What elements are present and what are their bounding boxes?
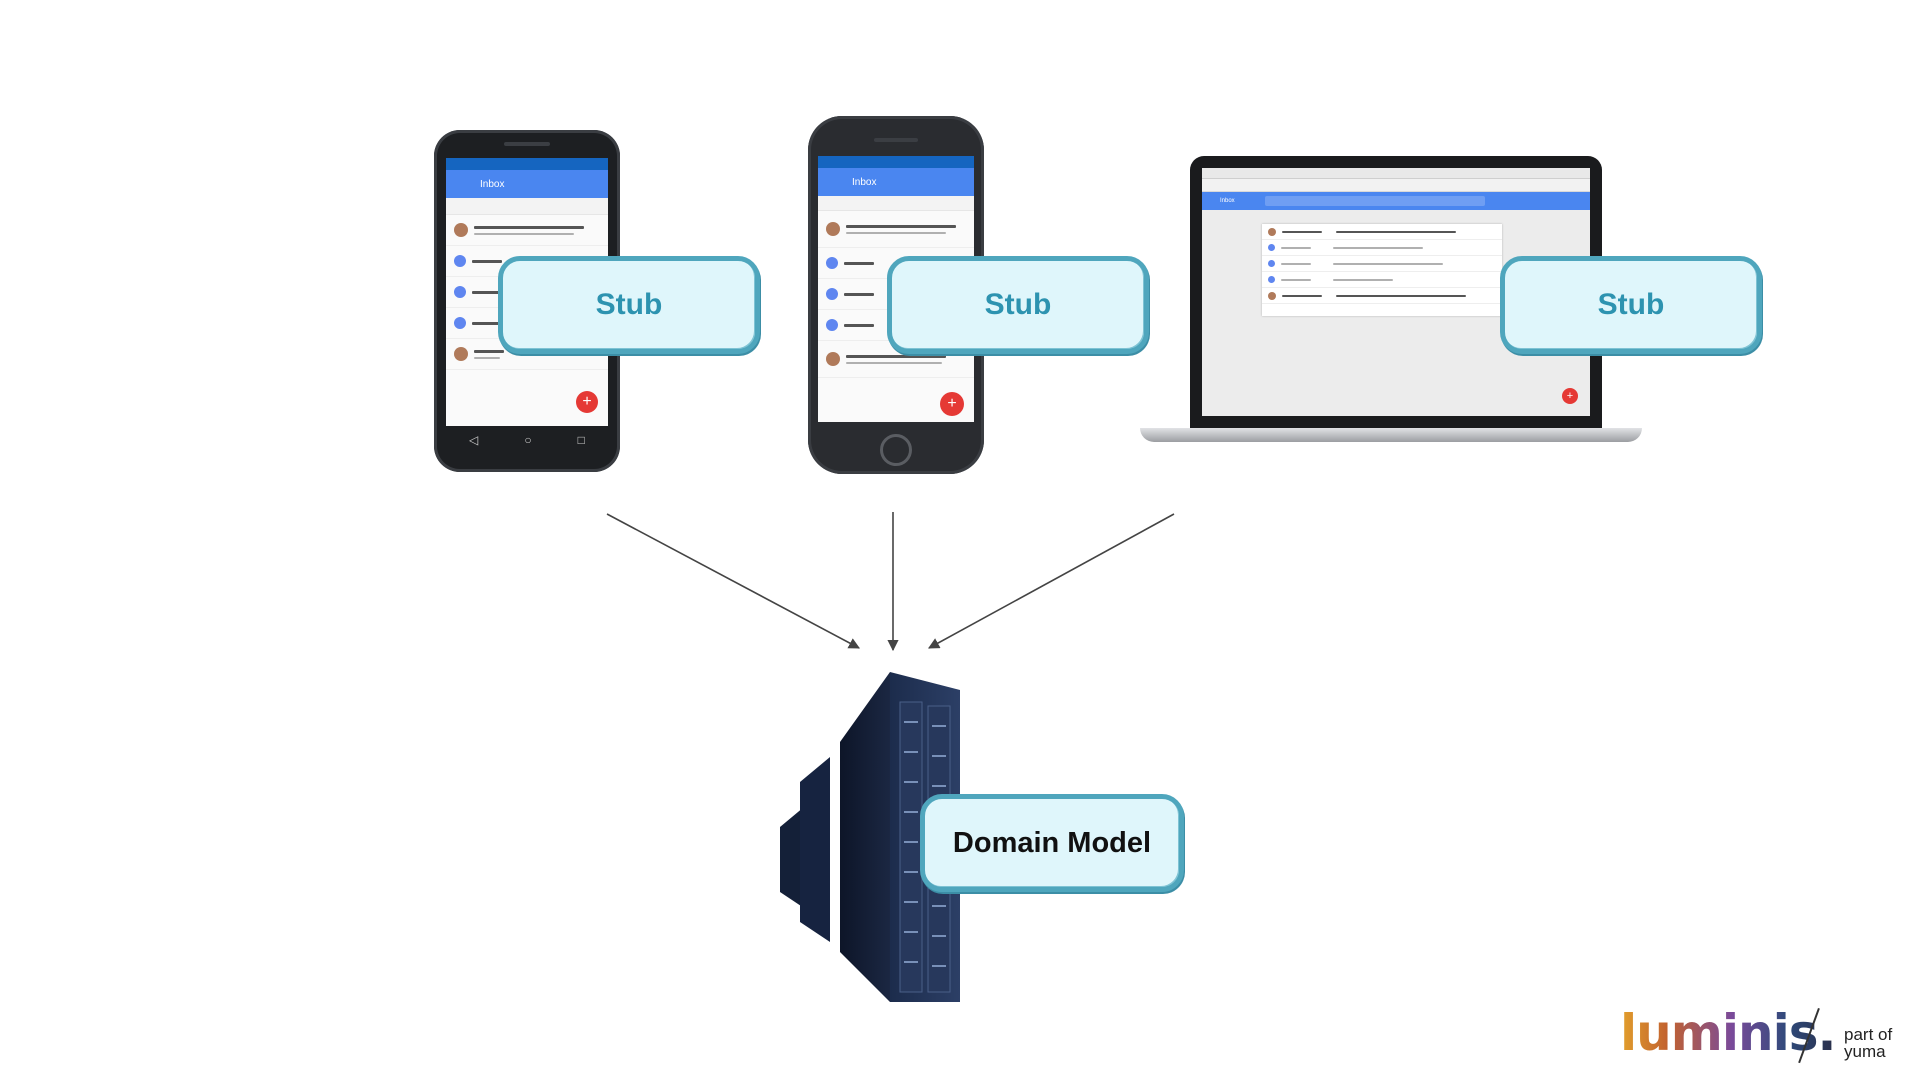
luminis-logo: luminis. part of yuma [1620, 1004, 1910, 1076]
arrow-android-to-model [606, 513, 860, 649]
laptop: Inbox + [1140, 156, 1642, 446]
android-screen: Inbox + [446, 158, 608, 426]
laptop-app-title: Inbox [1220, 198, 1235, 204]
stub-label-android: Stub [595, 288, 663, 321]
iphone-home-button [880, 434, 912, 466]
recents-icon: □ [577, 433, 585, 447]
logo-yuma: yuma [1844, 1042, 1886, 1061]
domain-model-label: Domain Model [952, 826, 1152, 859]
stub-box-laptop: Stub [1500, 256, 1762, 354]
home-icon: ○ [524, 433, 532, 447]
laptop-compose-button: + [1562, 388, 1578, 404]
android-compose-button: + [576, 391, 598, 413]
iphone-app-title: Inbox [818, 168, 974, 196]
stub-box-android: Stub [498, 256, 760, 354]
android-nav-bar: ◁ ○ □ [446, 426, 608, 454]
iphone-compose-button: + [940, 392, 964, 416]
back-icon: ◁ [469, 433, 479, 447]
stub-box-iphone: Stub [887, 256, 1149, 354]
server-rack-icon [780, 672, 960, 1002]
arrow-laptop-to-model [928, 513, 1175, 649]
logo-part-of: part of [1844, 1025, 1893, 1044]
android-app-title: Inbox [446, 170, 608, 198]
stub-label-laptop: Stub [1597, 288, 1665, 321]
android-phone: Inbox + ◁ ○ □ [434, 130, 620, 472]
logo-wordmark: luminis. [1620, 1004, 1836, 1062]
domain-model-box: Domain Model [920, 794, 1184, 892]
stub-label-iphone: Stub [984, 288, 1052, 321]
